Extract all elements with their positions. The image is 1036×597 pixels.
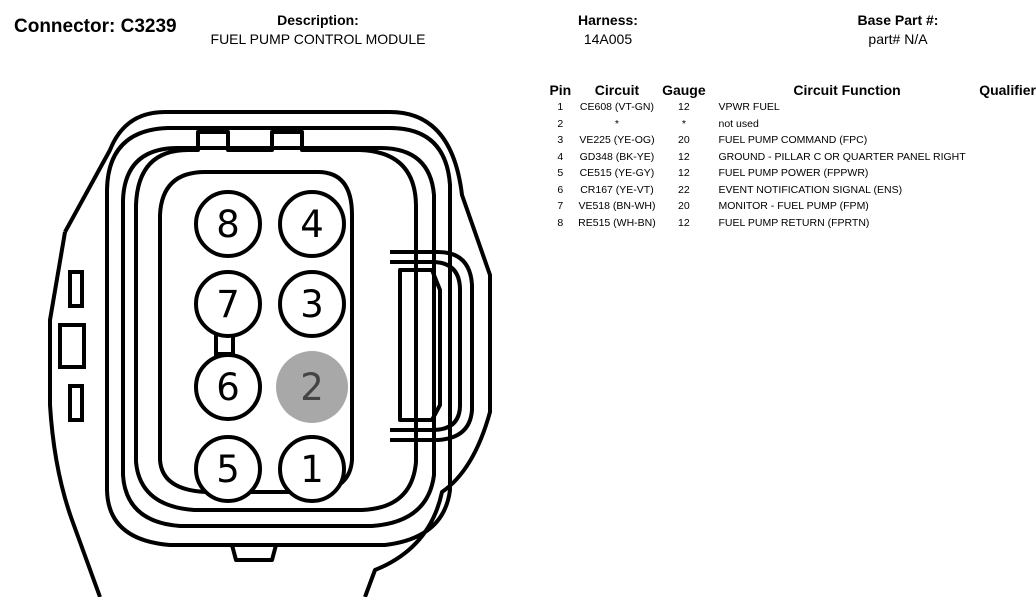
- pinout-header-row: Pin Circuit Gauge Circuit Function Quali…: [546, 81, 1036, 99]
- cell-pin: 5: [557, 167, 564, 180]
- pin-6: 6: [194, 353, 262, 421]
- cell-circuit: VE518 (BN-WH): [578, 200, 656, 213]
- description-value: FUEL PUMP CONTROL MODULE: [210, 31, 426, 47]
- cell-pin: 4: [557, 150, 564, 163]
- cell-circuit: RE515 (WH-BN): [578, 216, 656, 229]
- column-header-pin: Pin: [549, 82, 572, 98]
- side-key-middle: [58, 323, 86, 369]
- cell-function: MONITOR - FUEL PUMP (FPM): [718, 200, 869, 213]
- harness-value: 14A005: [583, 31, 633, 47]
- table-row: 1 CE608 (VT-GN) 12 VPWR FUEL: [546, 99, 1036, 116]
- side-key-bottom: [68, 384, 84, 422]
- table-row: 7 VE518 (BN-WH) 20 MONITOR - FUEL PUMP (…: [546, 198, 1036, 215]
- pin-circle: [278, 190, 346, 258]
- cell-function: VPWR FUEL: [718, 101, 780, 114]
- cell-gauge: 20: [678, 200, 690, 213]
- cell-gauge: *: [681, 117, 686, 130]
- side-key-top: [68, 270, 84, 308]
- pin-7: 7: [194, 270, 262, 338]
- table-row: 6 CR167 (YE-VT) 22 EVENT NOTIFICATION SI…: [546, 182, 1036, 199]
- pin-label: 7: [216, 283, 240, 326]
- base-part-label: Base Part #:: [857, 12, 939, 28]
- pin-label: 4: [300, 203, 324, 246]
- cell-gauge: 22: [678, 183, 690, 196]
- pin-8: 8: [194, 190, 262, 258]
- pin-circle: [194, 190, 262, 258]
- pin-label: 6: [216, 366, 240, 409]
- pin-2: 2: [276, 351, 348, 423]
- pin-1: 1: [278, 435, 346, 503]
- cell-gauge: 12: [678, 150, 690, 163]
- cell-gauge: 12: [678, 167, 690, 180]
- table-row: 4 GD348 (BK-YE) 12 GROUND - PILLAR C OR …: [546, 149, 1036, 166]
- column-header-gauge: Gauge: [662, 82, 706, 98]
- pin-4: 4: [278, 190, 346, 258]
- column-header-circuit-function: Circuit Function: [793, 82, 901, 98]
- cell-pin: 6: [557, 183, 564, 196]
- cell-gauge: 12: [678, 101, 690, 114]
- pinout-table: Pin Circuit Gauge Circuit Function Quali…: [546, 81, 1036, 231]
- pin-circle: [276, 351, 348, 423]
- connector-title: Connector: C3239: [14, 16, 177, 37]
- pin-label: 3: [300, 283, 324, 326]
- cell-circuit: CR167 (YE-VT): [580, 183, 654, 196]
- cell-circuit: CE608 (VT-GN): [579, 101, 654, 114]
- pin-label: 5: [216, 448, 240, 491]
- pin-label: 2: [300, 366, 324, 409]
- base-part-block: Base Part #: part# N/A: [818, 11, 978, 49]
- harness-label: Harness:: [578, 12, 638, 28]
- pin-label: 8: [216, 203, 240, 246]
- column-header-qualifier: Qualifier: [979, 82, 1036, 98]
- description-label: Description:: [277, 12, 359, 28]
- cell-gauge: 12: [678, 216, 690, 229]
- pin-layer: 8 4 7 3 6 2 5 1: [194, 190, 348, 503]
- cell-pin: 2: [557, 117, 564, 130]
- base-part-value: part# N/A: [868, 31, 928, 47]
- side-keys: [58, 270, 86, 422]
- cell-function: GROUND - PILLAR C OR QUARTER PANEL RIGHT: [718, 150, 966, 163]
- cell-function: FUEL PUMP POWER (FPPWR): [718, 167, 869, 180]
- cell-circuit: *: [614, 117, 619, 130]
- cell-function: FUEL PUMP COMMAND (FPC): [718, 134, 868, 147]
- cell-pin: 7: [557, 200, 564, 213]
- pin-label: 1: [300, 448, 324, 491]
- table-row: 8 RE515 (WH-BN) 12 FUEL PUMP RETURN (FPR…: [546, 215, 1036, 232]
- pin-5: 5: [194, 435, 262, 503]
- cell-pin: 3: [557, 134, 564, 147]
- pin-circle: [194, 353, 262, 421]
- pin-circle: [278, 435, 346, 503]
- table-row: 2 * * not used: [546, 116, 1036, 133]
- cell-circuit: VE225 (YE-OG): [579, 134, 655, 147]
- description-block: Description: FUEL PUMP CONTROL MODULE: [190, 11, 446, 49]
- cell-function: FUEL PUMP RETURN (FPRTN): [718, 216, 870, 229]
- cell-function: EVENT NOTIFICATION SIGNAL (ENS): [718, 183, 903, 196]
- harness-block: Harness: 14A005: [548, 11, 668, 49]
- cell-circuit: CE515 (YE-GY): [579, 167, 655, 180]
- cell-gauge: 20: [678, 134, 690, 147]
- pin-circle: [194, 435, 262, 503]
- pin-3: 3: [278, 270, 346, 338]
- cell-circuit: GD348 (BK-YE): [579, 150, 655, 163]
- table-row: 5 CE515 (YE-GY) 12 FUEL PUMP POWER (FPPW…: [546, 165, 1036, 182]
- cell-pin: 1: [557, 101, 564, 114]
- column-header-circuit: Circuit: [594, 82, 640, 98]
- cell-pin: 8: [557, 216, 564, 229]
- cell-function: not used: [718, 117, 759, 130]
- pin-circle: [278, 270, 346, 338]
- connector-housing: [48, 110, 492, 597]
- pin-circle: [194, 270, 262, 338]
- table-row: 3 VE225 (YE-OG) 20 FUEL PUMP COMMAND (FP…: [546, 132, 1036, 149]
